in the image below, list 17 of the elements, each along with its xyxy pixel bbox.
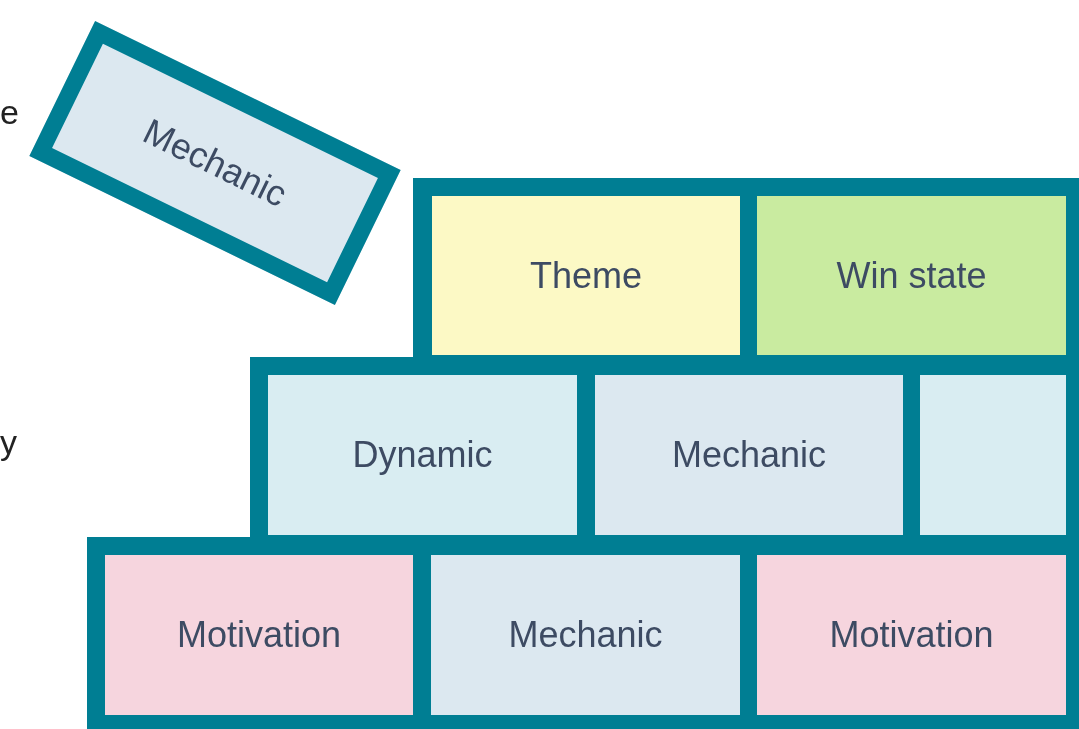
brick-label: Motivation (829, 614, 994, 656)
brick-label: Mechanic (508, 614, 663, 656)
brick-box (757, 555, 1066, 715)
brick-box (757, 196, 1066, 355)
brick-box (431, 555, 740, 715)
brick-label: Motivation (176, 614, 342, 656)
cropped-text: y (0, 425, 17, 459)
brick-box (105, 555, 413, 715)
brick-label: Win state (836, 254, 987, 297)
brick-label: Theme (529, 254, 642, 297)
brick-box (595, 375, 903, 535)
brick-box (432, 196, 740, 355)
brick-label: Dynamic (352, 434, 493, 476)
empty-box (920, 375, 1066, 535)
brick-label: Mechanic (671, 434, 827, 476)
cropped-text: e (0, 95, 19, 129)
brick-box (268, 375, 577, 535)
